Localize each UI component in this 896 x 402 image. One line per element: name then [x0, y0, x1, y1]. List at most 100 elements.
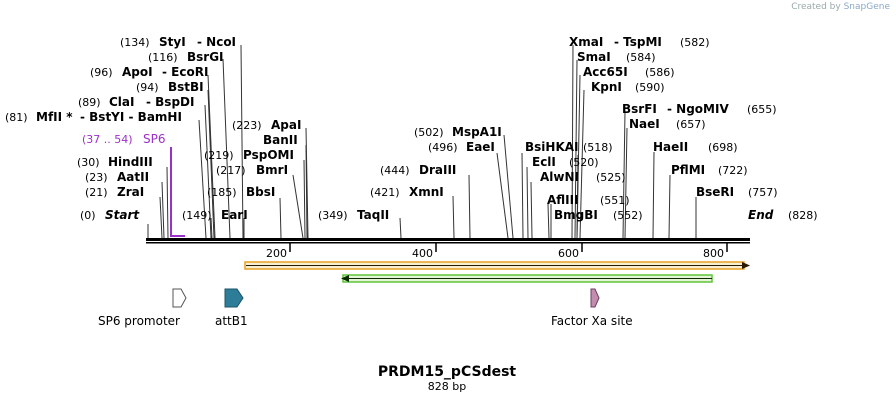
ruler: 200 400 600 800	[266, 243, 728, 260]
site-name: ClaI	[109, 95, 134, 109]
site-pos: (21)	[85, 186, 108, 199]
start-label: Start	[105, 208, 140, 222]
site-name: BstBI	[168, 80, 204, 94]
site-pos: (219)	[204, 149, 234, 162]
site-pos: (23)	[85, 171, 108, 184]
site-extra: - TspMI	[614, 35, 662, 49]
site-pos: (525)	[596, 171, 626, 184]
site-pos: (582)	[680, 36, 710, 49]
site-name: SmaI	[577, 50, 611, 64]
site-pos: (223)	[232, 119, 262, 132]
credit-prefix: Created by	[791, 2, 841, 12]
site-pos: (590)	[635, 81, 665, 94]
feature-label: SP6 promoter	[98, 314, 180, 328]
cut-site-lines	[147, 44, 697, 239]
site-name: Acc65I	[583, 65, 628, 79]
map-title: PRDM15_pCSdest	[378, 364, 517, 380]
site-name: DraIII	[419, 163, 456, 177]
site-name: MspA1I	[452, 125, 502, 139]
feature-label: Factor Xa site	[551, 314, 633, 328]
site-pos: (722)	[718, 164, 748, 177]
site-pos: (217)	[216, 164, 246, 177]
site-labels: (134) StyI - NcoI (116) BsrGI (96) ApoI …	[5, 35, 778, 222]
site-name: AlwNI	[540, 170, 579, 184]
site-name: XmnI	[409, 185, 444, 199]
factor-xa-feature[interactable]	[590, 288, 600, 308]
site-extra: - NgoMIV	[667, 102, 729, 116]
ruler-tick-label: 600	[558, 247, 579, 260]
site-pos: (149)	[182, 209, 212, 222]
site-name: BsrFI	[622, 102, 657, 116]
sp6-promoter-feature[interactable]	[172, 288, 187, 308]
site-pos: (421)	[370, 186, 400, 199]
site-name: BsiHKAI	[525, 140, 579, 154]
site-pos: (30)	[77, 156, 100, 169]
site-pos: (94)	[136, 81, 159, 94]
primer-name: SP6	[143, 132, 166, 146]
credit-brand: SnapGene	[843, 2, 890, 12]
backbone	[146, 238, 750, 241]
site-name: TaqII	[357, 208, 389, 222]
backbone-inner	[146, 242, 750, 244]
site-name: NaeI	[629, 117, 660, 131]
attb1-feature[interactable]	[224, 288, 244, 308]
sp6-primer-mark[interactable]	[170, 147, 185, 237]
site-pos: (757)	[748, 186, 778, 199]
site-pos: (502)	[414, 126, 444, 139]
start-pos: (0)	[80, 209, 96, 222]
site-pos: (586)	[645, 66, 675, 79]
site-name: PflMI	[671, 163, 705, 177]
site-pos: (551)	[600, 194, 630, 207]
site-name: BmrI	[256, 163, 288, 177]
site-name: StyI	[159, 35, 186, 49]
site-extra: - EcoRI	[162, 65, 208, 79]
site-extra: - BspDI	[146, 95, 194, 109]
ruler-tick-label: 800	[703, 247, 724, 260]
site-name: KpnI	[591, 80, 622, 94]
site-name: EarI	[221, 208, 248, 222]
site-pos: (134)	[120, 36, 150, 49]
site-name: ApoI	[122, 65, 153, 79]
site-pos: (552)	[613, 209, 643, 222]
site-name: EclI	[532, 155, 556, 169]
site-pos: (185)	[207, 186, 237, 199]
site-pos: (657)	[676, 118, 706, 131]
site-pos: (81)	[5, 111, 28, 124]
site-name: AflIII	[547, 193, 579, 207]
site-name: BseRI	[696, 185, 734, 199]
site-pos: (520)	[569, 156, 599, 169]
site-name: HaeII	[653, 140, 688, 154]
ruler-tick-label: 200	[266, 247, 287, 260]
site-extra: - BstYI - BamHI	[80, 110, 182, 124]
site-pos: (349)	[318, 209, 348, 222]
site-name: BbsI	[246, 185, 275, 199]
site-pos: (89)	[78, 96, 101, 109]
site-pos: (655)	[747, 103, 777, 116]
site-pos: (444)	[380, 164, 410, 177]
site-extra: - NcoI	[197, 35, 236, 49]
site-pos: (584)	[626, 51, 656, 64]
site-name: AatII	[117, 170, 149, 184]
orf-green[interactable]	[341, 274, 713, 283]
site-pos: (496)	[428, 141, 458, 154]
site-name: HindIII	[108, 155, 153, 169]
site-name: BanII	[263, 133, 298, 147]
orf-orange[interactable]	[244, 261, 750, 270]
site-name: BmgBI	[554, 208, 598, 222]
end-pos: (828)	[788, 209, 818, 222]
site-pos: (698)	[708, 141, 738, 154]
map-subtitle: 828 bp	[428, 380, 466, 393]
site-name: MfII *	[36, 110, 73, 124]
ruler-tick-label: 400	[412, 247, 433, 260]
site-name: BsrGI	[187, 50, 224, 64]
end-label: End	[748, 208, 774, 222]
site-name: ApaI	[271, 118, 301, 132]
site-name: EaeI	[466, 140, 495, 154]
site-pos: (96)	[90, 66, 113, 79]
primer-pos: (37 .. 54)	[82, 133, 133, 146]
site-pos: (116)	[148, 51, 178, 64]
site-name: ZraI	[117, 185, 144, 199]
credit: Created by SnapGene	[791, 2, 890, 12]
site-pos: (518)	[583, 141, 613, 154]
